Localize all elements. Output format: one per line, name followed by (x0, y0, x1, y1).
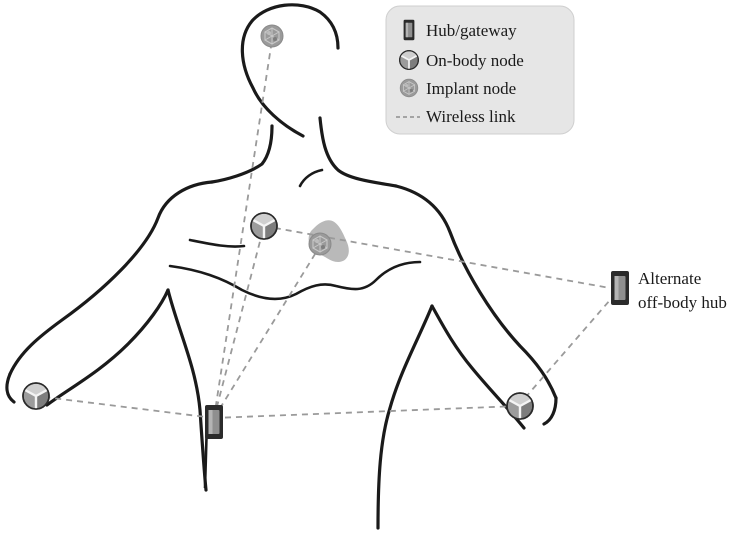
legend-label-hub: Hub/gateway (426, 21, 517, 40)
hub-gateway-device (205, 405, 223, 439)
implant-node-heart (309, 233, 331, 255)
alternate-off-body-hub-device (611, 271, 629, 305)
alternate-hub-label-line2: off-body hub (638, 293, 727, 312)
legend-label-implant: Implant node (426, 79, 516, 98)
legend-label-on-body: On-body node (426, 51, 524, 70)
on-body-node-chest (251, 213, 277, 239)
alternate-hub-label-line1: Alternate (638, 269, 701, 288)
on-body-node-right-wrist (507, 393, 533, 419)
legend-label-wireless: Wireless link (426, 107, 516, 126)
on-body-node-left-wrist (23, 383, 49, 409)
implant-node-head (261, 25, 283, 47)
hub-gateway-icon (404, 20, 415, 40)
implant-node-icon (400, 79, 418, 97)
on-body-node-icon (400, 51, 419, 70)
legend: Hub/gateway On-body node Implant node Wi… (386, 6, 574, 134)
